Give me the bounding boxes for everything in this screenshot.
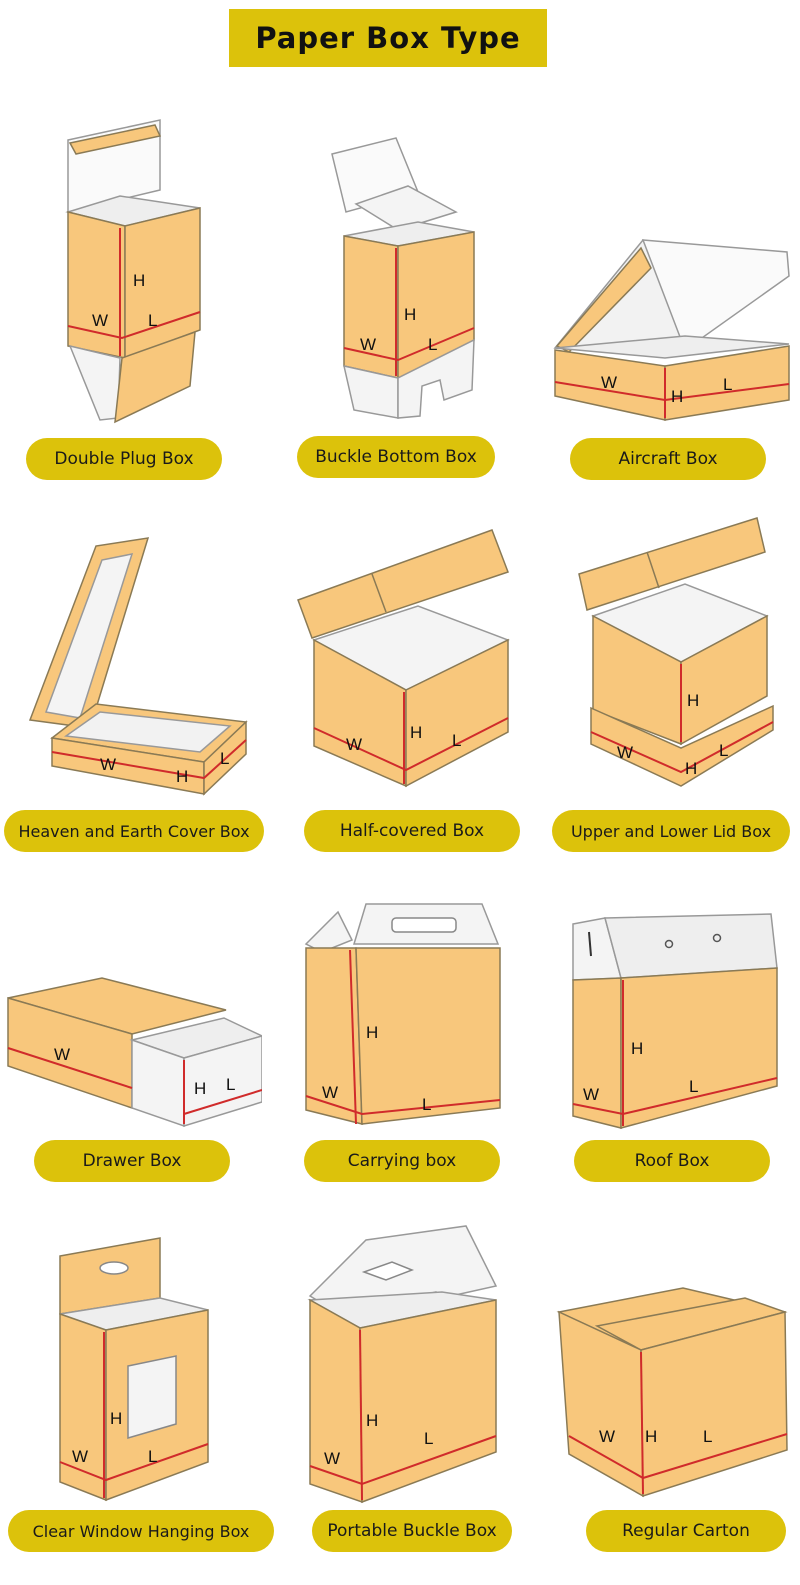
- dim-label: L: [723, 375, 732, 394]
- dim-label: H: [194, 1079, 206, 1098]
- dim-label: H: [133, 271, 145, 290]
- heaven-and-earth-cover-box-illustration: W H L: [0, 490, 262, 820]
- portable-buckle-box-illustration: H W L: [268, 1200, 530, 1530]
- dim-label: W: [72, 1447, 88, 1466]
- upper-and-lower-lid-box-illustration: H W H L: [535, 490, 797, 820]
- dim-label: H: [176, 767, 188, 786]
- dim-label: H: [404, 305, 416, 324]
- dim-label: H: [671, 387, 683, 406]
- label-upper-and-lower-lid-box: Upper and Lower Lid Box: [552, 810, 790, 852]
- buckle-bottom-box-illustration: H W L: [268, 100, 530, 430]
- dim-label: W: [583, 1085, 599, 1104]
- dim-label: L: [719, 741, 728, 760]
- label-clear-window-hanging-box: Clear Window Hanging Box: [8, 1510, 274, 1552]
- dim-label: L: [689, 1077, 698, 1096]
- drawer-box-illustration: W H L: [0, 860, 262, 1190]
- regular-carton-illustration: W H L: [535, 1200, 797, 1530]
- dim-label: L: [452, 731, 461, 750]
- dim-label: W: [324, 1449, 340, 1468]
- dim-label: L: [148, 1447, 157, 1466]
- page-title: Paper Box Type: [255, 21, 521, 55]
- dim-label: H: [687, 691, 699, 710]
- dim-label: W: [100, 755, 116, 774]
- dim-label: H: [366, 1411, 378, 1430]
- dim-label: H: [645, 1427, 657, 1446]
- dim-label: W: [617, 743, 633, 762]
- label-aircraft-box: Aircraft Box: [570, 438, 766, 480]
- label-carrying-box: Carrying box: [304, 1140, 500, 1182]
- label-buckle-bottom-box: Buckle Bottom Box: [297, 436, 495, 478]
- dim-label: W: [322, 1083, 338, 1102]
- dim-label: H: [685, 759, 697, 778]
- roof-box-illustration: H W L: [535, 860, 797, 1190]
- dim-label: L: [148, 311, 157, 330]
- label-double-plug-box: Double Plug Box: [26, 438, 222, 480]
- carrying-box-illustration: H W L: [268, 860, 530, 1190]
- label-portable-buckle-box: Portable Buckle Box: [312, 1510, 512, 1552]
- label-half-covered-box: Half-covered Box: [304, 810, 520, 852]
- dim-label: L: [422, 1095, 431, 1114]
- dim-label: H: [110, 1409, 122, 1428]
- dim-label: L: [220, 749, 229, 768]
- label-regular-carton: Regular Carton: [586, 1510, 786, 1552]
- label-roof-box: Roof Box: [574, 1140, 770, 1182]
- double-plug-box-illustration: H W L: [0, 100, 262, 430]
- half-covered-box-illustration: W H L: [268, 490, 530, 820]
- dim-label: H: [410, 723, 422, 742]
- dim-label: L: [424, 1429, 433, 1448]
- dim-label: W: [601, 373, 617, 392]
- dim-label: W: [360, 335, 376, 354]
- label-heaven-and-earth-cover-box: Heaven and Earth Cover Box: [4, 810, 264, 852]
- dim-label: L: [226, 1075, 235, 1094]
- page-title-banner: Paper Box Type: [229, 9, 547, 67]
- dim-label: W: [599, 1427, 615, 1446]
- label-drawer-box: Drawer Box: [34, 1140, 230, 1182]
- dim-label: H: [631, 1039, 643, 1058]
- dim-label: W: [54, 1045, 70, 1064]
- dim-label: W: [92, 311, 108, 330]
- aircraft-box-illustration: W H L: [535, 100, 797, 430]
- dim-label: L: [703, 1427, 712, 1446]
- dim-label: W: [346, 735, 362, 754]
- dim-label: L: [428, 335, 437, 354]
- dim-label: H: [366, 1023, 378, 1042]
- clear-window-hanging-box-illustration: H W L: [0, 1200, 262, 1530]
